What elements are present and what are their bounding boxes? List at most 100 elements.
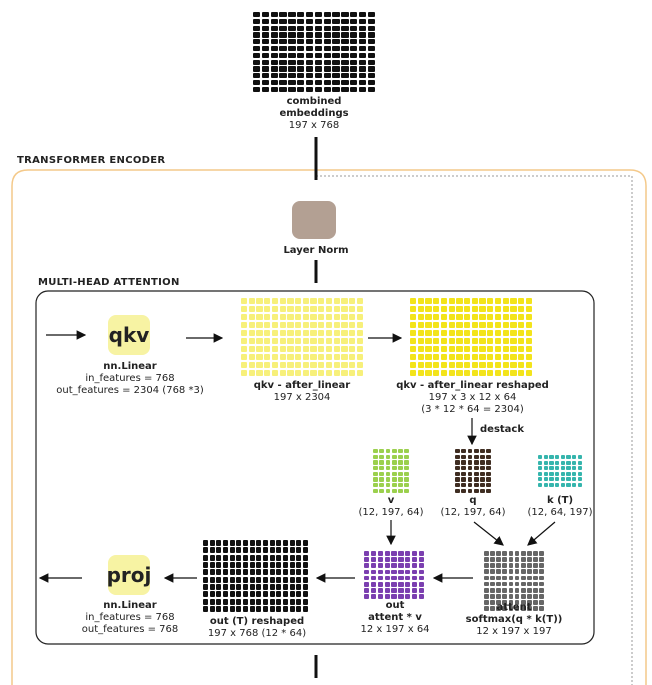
- tensor-cell: [302, 598, 308, 605]
- tensor-cell: [282, 598, 289, 605]
- tensor-cell: [269, 569, 275, 576]
- tensor-cell: [508, 563, 514, 568]
- tensor-cell: [341, 12, 349, 18]
- tensor-cell: [349, 345, 356, 353]
- tensor-cell: [538, 477, 543, 482]
- tensor-cell: [333, 361, 340, 369]
- tensor-cell: [253, 79, 261, 86]
- tensor-cell: [216, 598, 222, 605]
- tensor-cell: [448, 345, 455, 353]
- tensor-cell: [302, 540, 308, 546]
- tensor-cell: [222, 547, 229, 554]
- tensor-cell: [310, 321, 317, 329]
- tensor-cell: [222, 598, 229, 605]
- tensor-cell: [332, 59, 340, 65]
- tensor-cell: [287, 345, 294, 353]
- tensor-cell: [490, 581, 495, 587]
- tensor-cell: [287, 353, 294, 361]
- tensor-cell: [279, 25, 287, 31]
- tensor-cell: [418, 575, 424, 581]
- tensor-cell: [484, 606, 489, 611]
- tensor-cell: [241, 313, 248, 321]
- tensor-cell: [249, 569, 255, 576]
- tensor-cell: [520, 557, 526, 562]
- tensor-cell: [296, 547, 302, 554]
- tensor-cell: [318, 369, 325, 376]
- tensor-cell: [455, 466, 460, 471]
- out-grid: [364, 551, 424, 599]
- tensor-cell: [508, 575, 514, 581]
- tensor-cell: [496, 581, 501, 587]
- tensor-cell: [358, 18, 367, 25]
- tensor-cell: [464, 337, 471, 345]
- tensor-cell: [222, 606, 229, 612]
- tensor-cell: [242, 540, 249, 546]
- tensor-cell: [487, 369, 494, 376]
- tensor-cell: [314, 73, 323, 79]
- tensor-cell: [433, 345, 440, 353]
- tensor-cell: [385, 483, 391, 488]
- tensor-cell: [417, 345, 424, 353]
- tensor-cell: [270, 73, 278, 79]
- tensor-cell: [333, 313, 340, 321]
- tensor-cell: [279, 79, 287, 86]
- tensor-cell: [433, 298, 440, 305]
- tensor-cell: [305, 79, 314, 86]
- tensor-cell: [479, 353, 486, 361]
- tensor-cell: [440, 337, 448, 345]
- tensor-cell: [418, 594, 424, 599]
- tensor-cell: [209, 606, 215, 612]
- tensor-cell: [305, 32, 314, 38]
- tensor-cell: [467, 454, 473, 459]
- tensor-cell: [341, 329, 348, 337]
- tensor-cell: [566, 466, 571, 471]
- tensor-cell: [325, 305, 333, 313]
- tensor-cell: [484, 600, 489, 605]
- tensor-cell: [461, 449, 466, 454]
- tensor-cell: [410, 298, 417, 305]
- tensor-cell: [203, 591, 209, 598]
- tensor-cell: [269, 606, 275, 612]
- tensor-cell: [297, 25, 305, 31]
- tensor-cell: [518, 329, 525, 337]
- tensor-cell: [479, 298, 486, 305]
- tensor-cell: [288, 32, 296, 38]
- tensor-cell: [425, 353, 432, 361]
- tensor-cell: [405, 557, 411, 562]
- tensor-cell: [325, 321, 333, 329]
- tensor-cell: [325, 329, 333, 337]
- tensor-cell: [310, 329, 317, 337]
- tensor-cell: [410, 313, 417, 321]
- tensor-cell: [282, 584, 289, 590]
- tensor-cell: [525, 337, 532, 345]
- tensor-cell: [242, 591, 249, 598]
- tensor-cell: [379, 477, 384, 482]
- tensor-cell: [539, 606, 544, 611]
- tensor-cell: [288, 86, 296, 92]
- tensor-cell: [448, 305, 455, 313]
- tensor-cell: [461, 454, 466, 459]
- tensor-cell: [341, 59, 349, 65]
- tensor-cell: [249, 554, 255, 561]
- q-to-attent-arrow: [473, 521, 504, 546]
- tensor-cell: [289, 547, 295, 554]
- tensor-cell: [384, 563, 390, 569]
- tensor-cell: [295, 313, 302, 321]
- tensor-cell: [302, 584, 308, 590]
- tensor-cell: [391, 488, 397, 493]
- tensor-cell: [367, 79, 375, 86]
- tensor-cell: [261, 79, 270, 86]
- q-title: q: [469, 495, 477, 506]
- tensor-cell: [391, 569, 397, 575]
- tensor-cell: [262, 598, 269, 605]
- tensor-cell: [433, 369, 440, 376]
- residual-dotted-line: [316, 175, 633, 685]
- tensor-cell: [373, 449, 378, 454]
- tensor-cell: [279, 313, 286, 321]
- tensor-cell: [520, 581, 526, 587]
- tensor-cell: [253, 73, 261, 79]
- tensor-cell: [364, 575, 370, 581]
- tensor-cell: [525, 345, 532, 353]
- tensor-cell: [256, 361, 263, 369]
